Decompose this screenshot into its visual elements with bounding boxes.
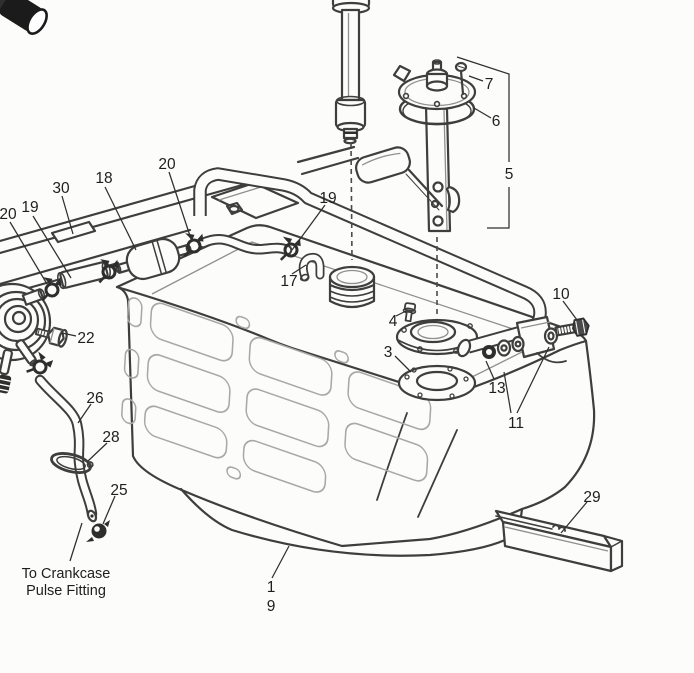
callout-26: 26 <box>86 390 103 407</box>
tube-open-end <box>456 338 472 358</box>
rail-plate-30 <box>50 220 97 244</box>
filler-cap <box>328 265 376 309</box>
callout-11: 11 <box>508 415 524 432</box>
callout-18: 18 <box>95 170 112 187</box>
callout-5: 5 <box>505 166 514 183</box>
gasket-3 <box>397 364 477 402</box>
screw-7 <box>454 61 468 96</box>
callout-19-right: 19 <box>319 190 336 207</box>
callout-labels: 20 19 30 18 20 19 17 7 6 5 4 3 10 13 11 … <box>0 76 601 615</box>
callout-4: 4 <box>389 313 398 330</box>
clamp-25 <box>86 520 110 542</box>
grip <box>0 0 48 36</box>
callout-13: 13 <box>488 380 505 397</box>
sender-cam <box>445 185 461 214</box>
crankcase-note-line1: To Crankcase <box>22 566 111 582</box>
callout-19-left: 19 <box>21 199 38 216</box>
frame-rail <box>0 145 360 298</box>
callout-10: 10 <box>552 286 570 303</box>
pump-rib-fitting <box>0 374 12 394</box>
callout-30: 30 <box>52 180 70 197</box>
callout-22: 22 <box>77 330 94 347</box>
bolt-10 <box>554 317 590 337</box>
callout-3: 3 <box>384 344 393 361</box>
callout-1: 1 <box>267 579 276 596</box>
tank-top-bracket <box>210 181 300 220</box>
fuel-tank <box>115 224 596 557</box>
pulse-hose-26 <box>34 374 98 523</box>
callout-9: 9 <box>267 598 276 615</box>
dashed-line-pickup <box>350 141 353 261</box>
channel-rail-29 <box>494 509 624 573</box>
fuel-pump <box>0 282 52 394</box>
pickup-tube <box>331 0 371 145</box>
sender-tab <box>392 64 412 83</box>
callout-28: 28 <box>102 429 119 446</box>
bracket-5 <box>456 56 510 229</box>
pump-nozzle-left <box>0 348 13 376</box>
hose-moulded <box>197 234 293 256</box>
bolt-22 <box>34 326 68 348</box>
vent-elbow-17 <box>298 252 325 282</box>
callout-20-mid: 20 <box>158 156 176 173</box>
crankcase-note: To Crankcase Pulse Fitting <box>22 566 111 599</box>
float <box>355 146 411 184</box>
tank-emboss-grid <box>121 297 432 493</box>
callout-7: 7 <box>485 76 494 93</box>
callout-29: 29 <box>583 489 600 506</box>
callout-25: 25 <box>110 482 127 499</box>
leader-lines <box>9 56 588 579</box>
callout-6: 6 <box>492 113 501 130</box>
fuel-sender-assembly <box>355 59 477 233</box>
tank-outline <box>115 224 596 548</box>
fuel-filter <box>115 237 192 281</box>
sender-mount-ring <box>395 318 479 356</box>
callout-17: 17 <box>280 273 297 290</box>
screw-4 <box>402 302 417 323</box>
callout-20-left: 20 <box>0 206 17 223</box>
retainer-clip-28 <box>50 452 94 474</box>
crankcase-note-line2: Pulse Fitting <box>26 583 106 599</box>
